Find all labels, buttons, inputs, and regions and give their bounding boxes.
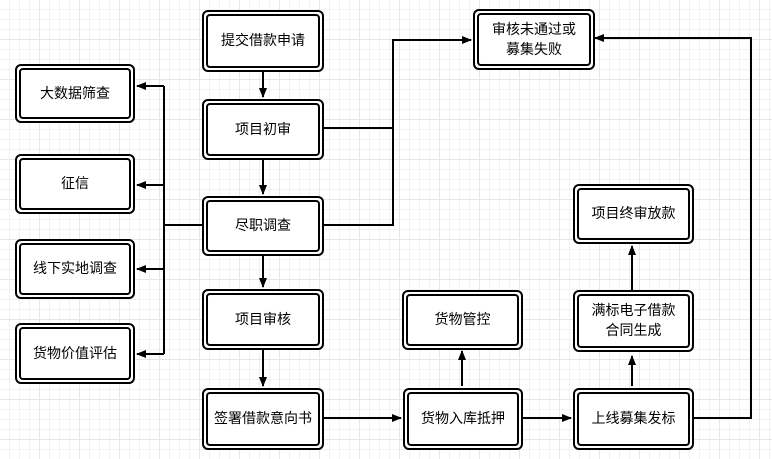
node-big-data-screening: 大数据筛查	[15, 64, 135, 123]
node-review-failed: 审核未通过或 募集失败	[473, 9, 595, 70]
edge-due-diligence-to-fail	[324, 128, 394, 226]
node-credit-check: 征信	[15, 154, 135, 214]
node-site-survey: 线下实地调查	[15, 239, 135, 299]
edge-initial-review-to-fail	[324, 36, 472, 129]
node-project-review: 项目审核	[202, 289, 324, 350]
node-initial-review: 项目初审	[202, 99, 324, 160]
node-final-review-disbursement: 项目终审放款	[573, 184, 694, 244]
node-listing-fundraising: 上线募集发标	[573, 388, 694, 450]
node-warehouse-pledge: 货物入库抵押	[403, 388, 523, 450]
edge-due-diligence-branch-trunk	[163, 86, 204, 354]
node-due-diligence: 尽职调查	[202, 196, 324, 256]
edge-listing-to-fail	[594, 34, 752, 419]
node-goods-control: 货物管控	[402, 290, 523, 350]
node-contract-generated: 满标电子借款 合同生成	[573, 290, 694, 352]
node-submit-application: 提交借款申请	[202, 10, 324, 72]
node-goods-valuation: 货物价值评估	[15, 323, 135, 384]
node-sign-intent-letter: 签署借款意向书	[202, 388, 324, 450]
